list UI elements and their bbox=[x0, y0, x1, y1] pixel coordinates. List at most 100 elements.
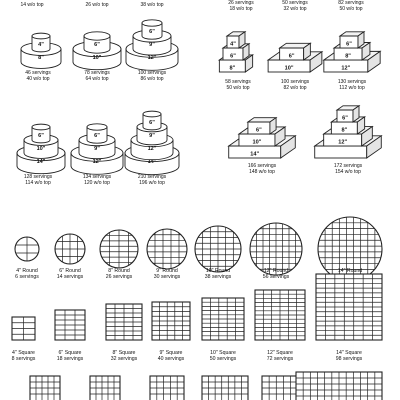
tier-size-label: 10" bbox=[37, 146, 46, 152]
without-top-label: 38 w/o top bbox=[140, 2, 163, 8]
square-tier-side bbox=[238, 30, 246, 49]
without-top-label: 18 w/o top bbox=[229, 6, 252, 12]
round-outline bbox=[14, 236, 40, 262]
square-tier-side bbox=[352, 104, 360, 123]
sheet-cutting-diagram bbox=[89, 375, 121, 400]
round-tier-side bbox=[86, 126, 108, 144]
square-size-label: 12" Square bbox=[267, 350, 293, 356]
round-tier-top bbox=[86, 123, 108, 131]
tier-size-label: 14" bbox=[37, 159, 46, 165]
round-servings-label: 14 servings bbox=[57, 274, 84, 280]
without-top-label: 112 w/o top bbox=[339, 85, 365, 91]
round-tier-top bbox=[31, 123, 51, 131]
round-outline bbox=[54, 233, 86, 265]
round-tier-top bbox=[142, 110, 162, 118]
tier-size-label: 8" bbox=[345, 53, 351, 59]
square-size-label: 6" Square bbox=[59, 350, 82, 356]
round-tier-cake: 8" 4" bbox=[20, 32, 62, 69]
tier-size-label: 4" bbox=[230, 41, 236, 47]
servings-label: 46 servings bbox=[25, 70, 51, 76]
square-servings-label: 18 servings bbox=[57, 356, 84, 362]
round-size-label: 9" Round bbox=[156, 268, 178, 274]
tier-size-label: 9" bbox=[94, 146, 100, 152]
tier-size-label: 12" bbox=[148, 55, 157, 61]
square-tier-side bbox=[309, 50, 323, 73]
round-size-label: 8" Round bbox=[108, 268, 130, 274]
round-tier-cake: 14"10"6" bbox=[16, 123, 66, 175]
without-top-label: 148 w/o top bbox=[249, 169, 275, 175]
round-servings-label: 6 servings bbox=[15, 274, 39, 280]
round-tier-side bbox=[142, 113, 162, 131]
sheet-cutting-diagram bbox=[295, 371, 383, 400]
square-tier-side bbox=[303, 42, 311, 61]
servings-label: 130 servings bbox=[338, 79, 367, 85]
square-tier-cake: 10" 6" bbox=[266, 42, 324, 73]
square-size-label: 9" Square bbox=[160, 350, 183, 356]
servings-label: 128 servings bbox=[24, 174, 53, 180]
round-tier-side bbox=[31, 126, 51, 144]
tier-size-label: 10" bbox=[253, 139, 262, 145]
square-servings-label: 72 servings bbox=[267, 356, 294, 362]
round-tier-top bbox=[31, 32, 51, 40]
round-tier-side bbox=[83, 35, 111, 54]
round-tier-cake: 14"12"9"6" bbox=[124, 110, 180, 176]
round-size-label: 10" Round bbox=[206, 268, 230, 274]
square-tier-side bbox=[357, 30, 365, 49]
servings-label: 82 servings bbox=[338, 0, 364, 6]
tier-size-label: 12" bbox=[93, 159, 102, 165]
tier-size-label: 12" bbox=[341, 65, 350, 71]
tier-size-label: 8" bbox=[229, 65, 235, 71]
round-outline bbox=[146, 228, 188, 270]
sheet-cutting-diagram bbox=[149, 375, 185, 400]
square-size-label: 14" Square bbox=[336, 350, 362, 356]
without-top-label: 86 w/o top bbox=[140, 76, 163, 82]
square-tier-side bbox=[280, 134, 296, 159]
tier-size-label: 10" bbox=[285, 65, 294, 71]
servings-label: 26 servings bbox=[228, 0, 254, 6]
servings-label: 50 servings bbox=[282, 0, 308, 6]
tier-size-label: 4" bbox=[38, 42, 44, 48]
servings-label: 166 servings bbox=[248, 163, 277, 169]
square-size-label: 10" Square bbox=[210, 350, 236, 356]
round-servings-label: 56 servings bbox=[263, 274, 290, 280]
square-tier-side bbox=[367, 50, 381, 73]
without-top-label: 50 w/o top bbox=[339, 6, 362, 12]
tier-size-label: 6" bbox=[342, 115, 348, 121]
without-top-label: 64 w/o top bbox=[85, 76, 108, 82]
without-top-label: 26 w/o top bbox=[85, 2, 108, 8]
tier-size-label: 14" bbox=[148, 159, 157, 165]
square-tier-side bbox=[244, 54, 254, 73]
round-servings-label: 30 servings bbox=[154, 274, 181, 280]
servings-label: 100 servings bbox=[281, 79, 310, 85]
square-tier-cake: 12"8"6" bbox=[322, 30, 382, 73]
square-tier-side bbox=[274, 126, 286, 147]
tier-size-label: 10" bbox=[93, 55, 102, 61]
round-tier-cake: 12"9"6" bbox=[125, 19, 179, 71]
without-top-label: 120 w/o top bbox=[84, 180, 110, 186]
round-tier-top bbox=[141, 19, 163, 27]
without-top-label: 14 w/o top bbox=[20, 2, 43, 8]
round-servings-label: 26 servings bbox=[106, 274, 133, 280]
tier-size-label: 6" bbox=[230, 53, 236, 59]
square-size-label: 8" Square bbox=[113, 350, 136, 356]
tier-size-label: 8" bbox=[38, 55, 44, 61]
slice-lines bbox=[15, 237, 39, 261]
sheet-cutting-diagram bbox=[201, 375, 249, 400]
without-top-label: 32 w/o top bbox=[283, 6, 306, 12]
square-tier-side bbox=[361, 41, 371, 61]
round-size-label: 14" Round bbox=[338, 268, 362, 274]
square-servings-label: 50 servings bbox=[210, 356, 237, 362]
tier-size-label: 6" bbox=[149, 29, 155, 35]
tier-size-label: 6" bbox=[289, 53, 295, 59]
servings-label: 134 servings bbox=[83, 174, 112, 180]
round-tier-side bbox=[141, 22, 163, 40]
without-top-label: 196 w/o top bbox=[139, 180, 165, 186]
